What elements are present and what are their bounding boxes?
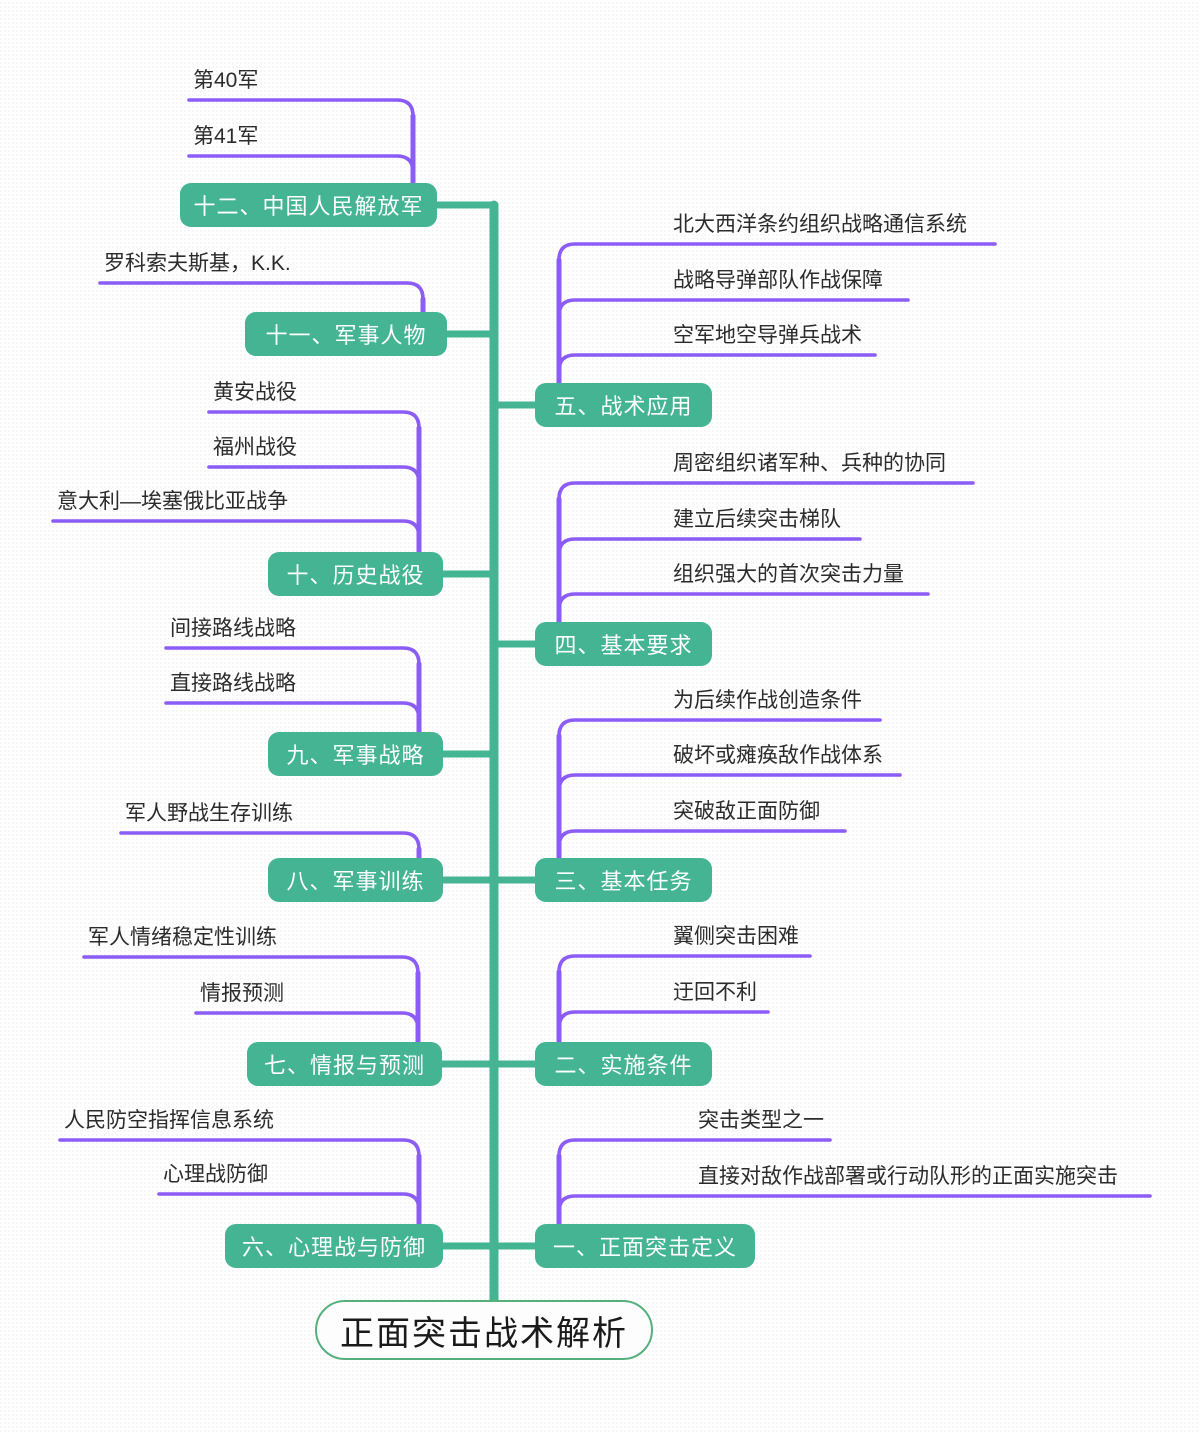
branch-node-label: 十二、中国人民解放军: [193, 194, 424, 219]
branch-node-label: 七、情报与预测: [263, 1053, 425, 1078]
branch-node-label: 二、实施条件: [554, 1053, 693, 1078]
leaf-label[interactable]: 突破敌正面防御: [673, 800, 820, 823]
leaf-label[interactable]: 人民防空指挥信息系统: [64, 1109, 274, 1132]
leaf-label[interactable]: 罗科索夫斯基，K.K.: [104, 252, 291, 275]
leaf-label[interactable]: 翼侧突击困难: [673, 925, 799, 948]
branch-node-b12[interactable]: 十二、中国人民解放军: [180, 183, 437, 227]
leaf-label[interactable]: 军人情绪稳定性训练: [88, 926, 277, 949]
branch-node-b1[interactable]: 一、正面突击定义: [535, 1224, 755, 1268]
leaf-label[interactable]: 情报预测: [200, 982, 284, 1005]
leaf-label[interactable]: 意大利—埃塞俄比亚战争: [57, 490, 288, 513]
branch-node-label: 五、战术应用: [554, 394, 693, 419]
root-node-label: 正面突击战术解析: [340, 1314, 628, 1353]
branch-node-b4[interactable]: 四、基本要求: [535, 622, 712, 666]
leaf-label[interactable]: 为后续作战创造条件: [673, 689, 862, 712]
leaf-label[interactable]: 空军地空导弹兵战术: [673, 324, 862, 347]
leaf-label[interactable]: 建立后续突击梯队: [673, 508, 841, 531]
branch-node-b6[interactable]: 六、心理战与防御: [225, 1224, 443, 1268]
root-node[interactable]: 正面突击战术解析: [315, 1300, 653, 1360]
leaf-label[interactable]: 心理战防御: [163, 1163, 268, 1186]
branch-node-b9[interactable]: 九、军事战略: [268, 732, 443, 776]
branch-node-b5[interactable]: 五、战术应用: [535, 383, 712, 427]
leaf-label[interactable]: 军人野战生存训练: [125, 802, 293, 825]
leaf-label[interactable]: 战略导弹部队作战保障: [673, 269, 883, 292]
branch-node-b7[interactable]: 七、情报与预测: [247, 1042, 442, 1086]
branch-node-label: 一、正面突击定义: [552, 1235, 737, 1260]
branch-node-b10[interactable]: 十、历史战役: [268, 552, 443, 596]
leaf-label[interactable]: 间接路线战略: [170, 617, 296, 640]
branch-node-b3[interactable]: 三、基本任务: [535, 858, 712, 902]
leaf-label[interactable]: 突击类型之一: [698, 1109, 824, 1132]
branch-node-label: 九、军事战略: [286, 743, 425, 768]
leaf-label[interactable]: 迂回不利: [673, 981, 757, 1004]
branch-node-label: 三、基本任务: [554, 869, 693, 894]
leaf-label[interactable]: 直接路线战略: [170, 672, 296, 695]
branch-node-b2[interactable]: 二、实施条件: [535, 1042, 712, 1086]
leaf-label[interactable]: 组织强大的首次突击力量: [673, 563, 904, 586]
leaf-label[interactable]: 黄安战役: [213, 381, 297, 404]
branch-node-label: 四、基本要求: [554, 633, 693, 658]
leaf-label[interactable]: 直接对敌作战部署或行动队形的正面实施突击: [698, 1165, 1118, 1188]
leaf-label[interactable]: 北大西洋条约组织战略通信系统: [673, 213, 967, 236]
leaf-label[interactable]: 第41军: [193, 125, 259, 148]
branch-node-label: 六、心理战与防御: [241, 1235, 426, 1260]
branch-node-label: 八、军事训练: [286, 869, 425, 894]
branch-node-label: 十、历史战役: [286, 563, 425, 588]
leaf-label[interactable]: 福州战役: [213, 436, 297, 459]
branch-node-b11[interactable]: 十一、军事人物: [245, 312, 447, 356]
branch-node-b8[interactable]: 八、军事训练: [268, 858, 443, 902]
leaf-label[interactable]: 破坏或瘫痪敌作战体系: [673, 744, 883, 767]
leaf-label[interactable]: 第40军: [193, 69, 259, 92]
leaf-label[interactable]: 周密组织诸军种、兵种的协同: [673, 452, 946, 475]
branch-node-label: 十一、军事人物: [265, 323, 427, 348]
